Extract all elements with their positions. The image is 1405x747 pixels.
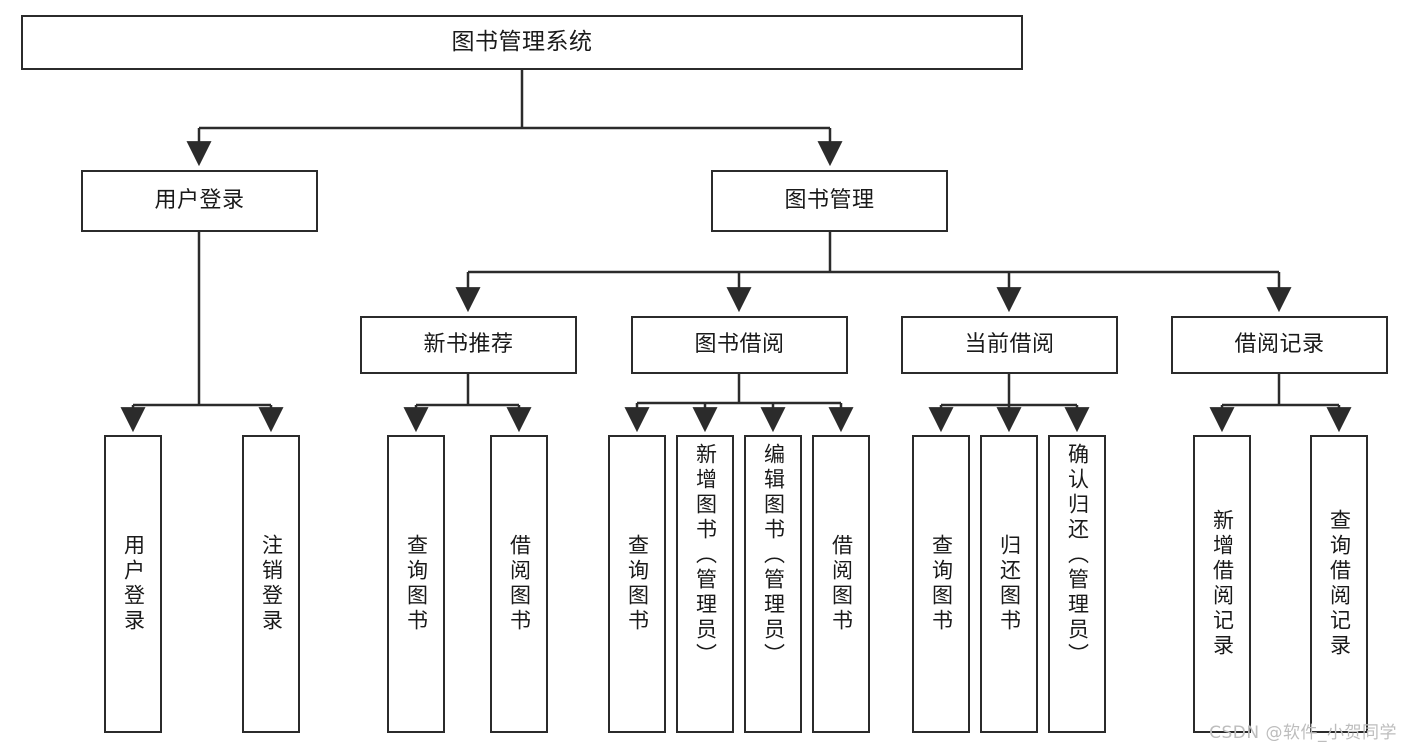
node-leaf-borrow-book-b-label: 借阅图书	[829, 534, 854, 634]
node-book-borrow[interactable]: 图书借阅	[631, 316, 848, 374]
node-leaf-edit-book-label: 编辑图书（管理员）	[761, 443, 786, 668]
node-leaf-return-book[interactable]: 归还图书	[980, 435, 1038, 733]
node-book-manage[interactable]: 图书管理	[711, 170, 948, 232]
watermark: CSDN @软件_小贺同学	[1209, 723, 1397, 743]
node-current-borrow-label: 当前借阅	[964, 332, 1055, 358]
node-leaf-add-record[interactable]: 新增借阅记录	[1193, 435, 1251, 733]
node-leaf-user-login-label: 用户登录	[121, 534, 146, 634]
node-leaf-add-book-label: 新增图书（管理员）	[693, 443, 718, 668]
node-leaf-query-book-a-label: 查询图书	[404, 534, 429, 634]
node-leaf-logout[interactable]: 注销登录	[242, 435, 300, 733]
node-borrow-record[interactable]: 借阅记录	[1171, 316, 1388, 374]
node-leaf-edit-book[interactable]: 编辑图书（管理员）	[744, 435, 802, 733]
node-current-borrow[interactable]: 当前借阅	[901, 316, 1118, 374]
node-leaf-user-login[interactable]: 用户登录	[104, 435, 162, 733]
node-root[interactable]: 图书管理系统	[21, 15, 1023, 70]
node-leaf-logout-label: 注销登录	[259, 534, 284, 634]
node-book-manage-label: 图书管理	[784, 188, 875, 214]
node-leaf-query-book-b-label: 查询图书	[625, 534, 650, 634]
node-leaf-add-record-label: 新增借阅记录	[1210, 509, 1235, 659]
node-book-borrow-label: 图书借阅	[694, 332, 785, 358]
node-leaf-query-book-c[interactable]: 查询图书	[912, 435, 970, 733]
node-leaf-query-record[interactable]: 查询借阅记录	[1310, 435, 1368, 733]
node-leaf-add-book[interactable]: 新增图书（管理员）	[676, 435, 734, 733]
node-user-login[interactable]: 用户登录	[81, 170, 318, 232]
node-leaf-query-book-b[interactable]: 查询图书	[608, 435, 666, 733]
node-leaf-query-record-label: 查询借阅记录	[1327, 509, 1352, 659]
node-borrow-record-label: 借阅记录	[1234, 332, 1325, 358]
node-new-book-recommend-label: 新书推荐	[423, 332, 514, 358]
node-leaf-borrow-book-a[interactable]: 借阅图书	[490, 435, 548, 733]
node-leaf-confirm-return-label: 确认归还（管理员）	[1065, 443, 1090, 668]
node-leaf-query-book-a[interactable]: 查询图书	[387, 435, 445, 733]
node-leaf-query-book-c-label: 查询图书	[929, 534, 954, 634]
node-leaf-borrow-book-a-label: 借阅图书	[507, 534, 532, 634]
node-new-book-recommend[interactable]: 新书推荐	[360, 316, 577, 374]
node-leaf-return-book-label: 归还图书	[997, 534, 1022, 634]
node-leaf-borrow-book-b[interactable]: 借阅图书	[812, 435, 870, 733]
node-root-label: 图书管理系统	[451, 29, 593, 56]
node-leaf-confirm-return[interactable]: 确认归还（管理员）	[1048, 435, 1106, 733]
node-user-login-label: 用户登录	[154, 188, 245, 214]
